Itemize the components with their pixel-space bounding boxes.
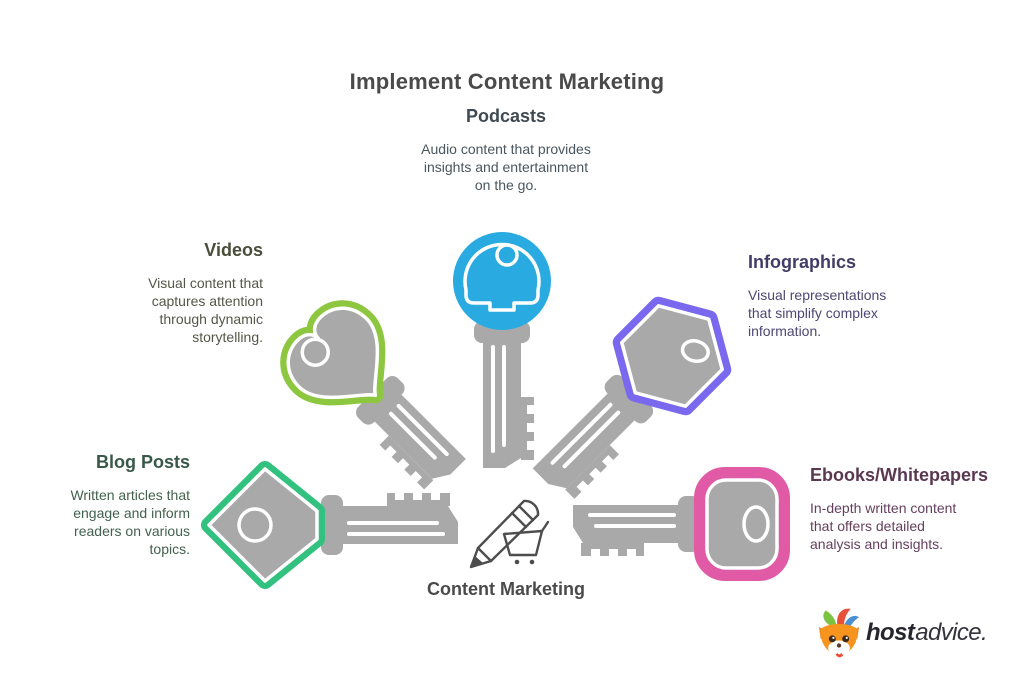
blog-posts-key-icon	[201, 461, 458, 589]
blog-posts-description: Written articles that engage and inform …	[70, 487, 190, 557]
section-videos: Videos Visual content that captures atte…	[123, 240, 263, 346]
podcasts-key-icon	[453, 232, 551, 468]
videos-title: Videos	[204, 240, 263, 260]
brand-advice: advice.	[915, 619, 988, 646]
brand-wordmark: hostadvice.	[866, 619, 988, 647]
section-blog-posts: Blog Posts Written articles that engage …	[55, 452, 190, 558]
videos-description: Visual content that captures attention t…	[148, 275, 263, 345]
videos-key-icon	[280, 300, 466, 490]
hostadvice-logo: hostadvice.	[814, 604, 988, 662]
ebooks-description: In-depth written content that offers det…	[810, 500, 957, 552]
blog-posts-title: Blog Posts	[95, 452, 190, 472]
fox-mascot-icon	[819, 608, 859, 658]
brand-host: host	[866, 619, 915, 646]
infographics-title: Infographics	[748, 252, 857, 272]
section-infographics: Infographics Visual representations that…	[748, 252, 898, 340]
section-podcasts: Podcasts Audio content that provides ins…	[420, 106, 592, 194]
section-ebooks: Ebooks/Whitepapers In-depth written cont…	[810, 465, 989, 553]
podcasts-title: Podcasts	[465, 106, 547, 126]
page-title: Implement Content Marketing	[349, 68, 665, 94]
ebooks-title: Ebooks/Whitepapers	[810, 465, 989, 485]
center-label: Content Marketing	[426, 579, 585, 599]
infographics-key-icon	[532, 296, 732, 499]
podcasts-description: Audio content that provides insights and…	[421, 141, 591, 193]
infographics-description: Visual representations that simplify com…	[748, 287, 887, 339]
content-marketing-icon	[469, 499, 550, 569]
ebooks-key-icon	[573, 467, 790, 581]
